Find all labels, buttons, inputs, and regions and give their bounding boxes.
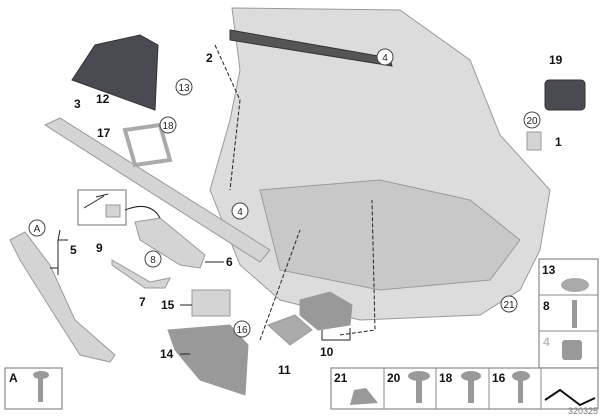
screw-a-shaft-icon — [38, 378, 43, 402]
svg-text:8: 8 — [150, 255, 156, 266]
legend-13: 13 — [542, 263, 556, 277]
door-panel-armrest — [259, 179, 521, 291]
frame-part-17 — [122, 122, 173, 168]
speaker-cover-part-12 — [71, 34, 159, 111]
callout-11: 11 — [278, 363, 291, 377]
window-switch-part-10 — [299, 291, 353, 331]
leader-line — [214, 44, 241, 191]
callout-14: 14 — [160, 347, 174, 361]
callout-20: 20 — [523, 111, 541, 129]
legend-18: 18 — [439, 371, 453, 385]
callout-labels: 1 2 3 5 6 7 9 10 11 12 14 15 17 19 — [70, 51, 563, 377]
bottom-legend: 21 20 18 16 — [330, 367, 599, 410]
leader-line — [259, 229, 301, 341]
svg-text:4: 4 — [237, 207, 243, 218]
handle-cover-part-7 — [111, 259, 171, 289]
screw-20-shaft-icon — [416, 379, 422, 403]
svg-text:A: A — [34, 224, 41, 235]
legend-20: 20 — [387, 371, 401, 385]
legend-4: 4 — [543, 335, 550, 349]
callout-7: 7 — [139, 295, 146, 309]
screw-18-shaft-icon — [468, 379, 474, 403]
callout-3: 3 — [74, 97, 81, 111]
part-9-tool-icon — [83, 193, 109, 209]
trim-strip-part-3 — [43, 117, 271, 263]
svg-text:20: 20 — [526, 116, 538, 127]
callout-12: 12 — [96, 92, 110, 106]
callout-5: 5 — [70, 243, 77, 257]
callout-10: 10 — [320, 345, 334, 359]
callout-21: 21 — [500, 295, 518, 313]
a-legend-box: A — [4, 367, 63, 410]
side-legend: 13 8 4 — [538, 258, 599, 369]
callout-18: 18 — [159, 116, 177, 134]
switch-part-11 — [267, 314, 313, 346]
clip-icon — [562, 340, 582, 360]
legend-8: 8 — [543, 299, 550, 313]
callout-4-mid: 4 — [231, 202, 249, 220]
leader-line — [50, 229, 68, 275]
svg-text:13: 13 — [178, 83, 190, 94]
callout-15: 15 — [161, 298, 175, 312]
leader-line — [180, 304, 192, 355]
callout-9: 9 — [96, 241, 103, 255]
screw-16-head-icon — [512, 371, 530, 381]
svg-text:18: 18 — [162, 121, 174, 132]
pin-icon — [572, 300, 577, 328]
door-panel-window-strip — [229, 29, 393, 67]
legend-21: 21 — [334, 371, 348, 385]
leader-line — [124, 205, 161, 219]
callout-1: 1 — [555, 135, 562, 149]
switch-panel-part-14 — [167, 324, 249, 396]
leader-line — [339, 199, 376, 336]
screw-a-head-icon — [33, 371, 49, 379]
clip-part-1 — [526, 131, 542, 151]
switch-block-part-15 — [191, 289, 231, 317]
svg-text:16: 16 — [236, 325, 248, 336]
screw-20-head-icon — [408, 371, 430, 381]
callout-17: 17 — [97, 126, 111, 140]
callout-A: A — [28, 219, 46, 237]
catalog-number: 320325 — [568, 406, 598, 416]
callout-6: 6 — [226, 255, 233, 269]
grab-handle-part-5 — [9, 231, 116, 363]
callout-2: 2 — [206, 51, 213, 65]
callout-8: 8 — [144, 250, 162, 268]
legend-16: 16 — [492, 371, 506, 385]
screw-16-shaft-icon — [518, 379, 523, 403]
callout-19: 19 — [549, 53, 563, 67]
svg-text:21: 21 — [503, 300, 515, 311]
tool-symbol-icon — [544, 388, 596, 407]
svg-text:4: 4 — [382, 53, 388, 64]
leader-line — [321, 328, 351, 341]
connector-part-19 — [544, 79, 586, 111]
screw-18-head-icon — [461, 371, 481, 381]
callout-16: 16 — [233, 320, 251, 338]
grommet-icon — [561, 278, 589, 292]
callout-13: 13 — [175, 78, 193, 96]
legend-A: A — [9, 371, 18, 385]
callout-4-top: 4 — [376, 48, 394, 66]
circled-callouts: 4 4 8 13 16 18 20 21 A — [28, 48, 541, 338]
part-9-bracket — [105, 204, 121, 218]
nut-icon — [350, 388, 378, 405]
